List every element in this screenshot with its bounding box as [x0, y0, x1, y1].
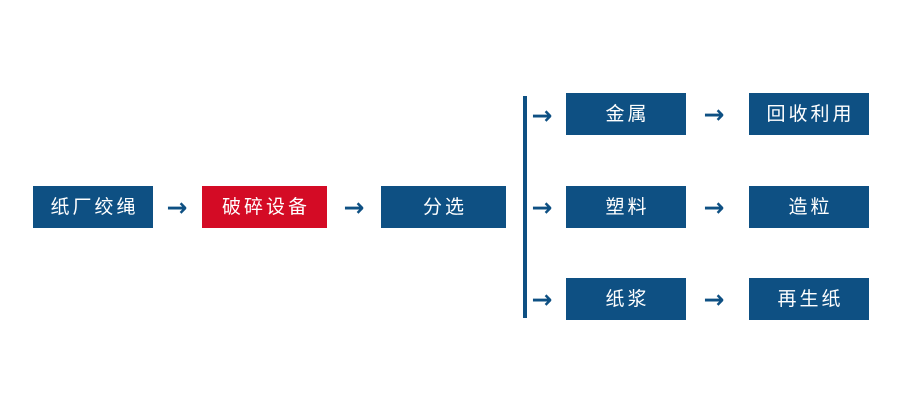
arrow-bus-to-plastic-icon: →: [531, 192, 553, 222]
arrow-bus-to-pulp-icon: →: [531, 284, 553, 314]
node-granulation[interactable]: 造粒: [749, 186, 869, 228]
node-sorting[interactable]: 分选: [381, 186, 506, 228]
split-bus-line: [523, 96, 527, 318]
arrow-bus-to-metal-icon: →: [531, 100, 553, 130]
node-paper-mill-rope[interactable]: 纸厂绞绳: [33, 186, 153, 228]
node-pulp[interactable]: 纸浆: [566, 278, 686, 320]
arrow-crusher-to-sorting-icon: →: [343, 192, 365, 222]
node-plastic[interactable]: 塑料: [566, 186, 686, 228]
node-crusher[interactable]: 破碎设备: [202, 186, 327, 228]
arrow-metal-to-recycle-reuse-icon: →: [703, 99, 725, 129]
node-recycled-paper[interactable]: 再生纸: [749, 278, 869, 320]
node-metal[interactable]: 金属: [566, 93, 686, 135]
arrow-rope-to-crusher-icon: →: [166, 192, 188, 222]
arrow-pulp-to-recycled-paper-icon: →: [703, 284, 725, 314]
arrow-plastic-to-granulation-icon: →: [703, 192, 725, 222]
node-recycle-reuse[interactable]: 回收利用: [749, 93, 869, 135]
